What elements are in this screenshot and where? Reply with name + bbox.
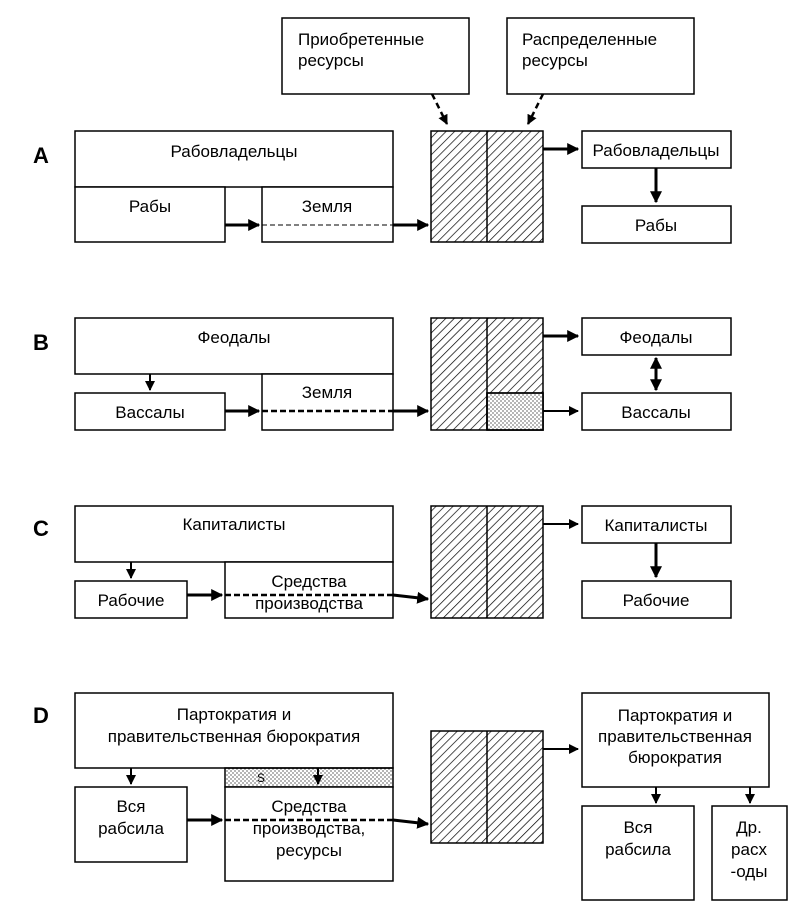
c-out-owners-label: Капиталисты xyxy=(604,516,707,535)
row-d: D Партократия и правительственная бюрокр… xyxy=(33,692,788,901)
acquired-resources-arrow xyxy=(430,93,449,125)
row-a: A Рабовладельцы Рабы Земля Рабовладельцы… xyxy=(33,130,732,244)
b-out-owners-label: Феодалы xyxy=(620,328,693,347)
b-vassal-share-block xyxy=(486,392,544,431)
a-workers-box xyxy=(74,186,226,243)
a-out-owners-label: Рабовладельцы xyxy=(593,141,720,160)
c-owners-label: Капиталисты xyxy=(182,515,285,534)
b-out-workers-label: Вассалы xyxy=(621,403,690,422)
d-out-owners-line3: бюрократия xyxy=(628,748,722,767)
d-workers-box xyxy=(74,786,188,863)
c-out-workers-box xyxy=(581,580,732,619)
d-out-workers-line1: Вся xyxy=(623,818,652,837)
d-owners-label-line2: правительственная бюрократия xyxy=(108,727,361,746)
d-means-label-line2: производства, xyxy=(253,819,366,838)
a-owners-box xyxy=(74,130,394,188)
a-means-label: Земля xyxy=(302,197,353,216)
d-means-to-product-arrow xyxy=(392,816,430,829)
b-owners-label: Феодалы xyxy=(198,328,271,347)
row-c-letter: C xyxy=(33,516,49,541)
d-surplus-strip xyxy=(224,767,394,788)
distributed-resources-line2: ресурсы xyxy=(522,51,588,70)
d-means-label-line3: ресурсы xyxy=(276,841,342,860)
c-means-box xyxy=(224,561,394,619)
c-means-to-product-arrow xyxy=(392,591,430,604)
d-out-other-line1: Др. xyxy=(736,818,762,837)
b-means-label: Земля xyxy=(302,383,353,402)
a-workers-label: Рабы xyxy=(129,197,171,216)
d-out-other-line2: расх xyxy=(731,840,767,859)
d-out-owners-box xyxy=(581,692,770,788)
distributed-resources-box: Распределенные ресурсы xyxy=(506,17,695,95)
c-out-workers-label: Рабочие xyxy=(623,591,690,610)
d-workers-label-line2: рабсила xyxy=(98,819,164,838)
d-owners-box xyxy=(74,692,394,769)
b-out-workers-box xyxy=(581,392,732,431)
d-out-workers-box xyxy=(581,805,695,901)
c-owners-box xyxy=(74,505,394,563)
d-workers-label-line1: Вся xyxy=(116,797,145,816)
acquired-resources-line2: ресурсы xyxy=(298,51,364,70)
row-b-letter: B xyxy=(33,330,49,355)
b-workers-box xyxy=(74,392,226,431)
acquired-resources-box: Приобретенные ресурсы xyxy=(281,17,470,95)
c-workers-label: Рабочие xyxy=(98,591,165,610)
c-means-label-line1: Средства xyxy=(271,572,347,591)
b-out-owners-box xyxy=(581,317,732,356)
distributed-resources-line1: Распределенные xyxy=(522,30,657,49)
c-out-owners-box xyxy=(581,505,732,544)
row-b: B Феодалы Вассалы Земля Феодалы Вассалы xyxy=(33,317,732,431)
c-workers-box xyxy=(74,580,188,619)
a-out-workers-box xyxy=(581,205,732,244)
d-owners-label-line1: Партократия и xyxy=(177,705,291,724)
c-means-label-line2: производства xyxy=(255,594,363,613)
distributed-resources-arrow xyxy=(526,93,545,125)
d-out-other-line3: -оды xyxy=(731,862,768,881)
d-out-owners-line2: правительственная xyxy=(598,727,752,746)
b-workers-label: Вассалы xyxy=(115,403,184,422)
d-out-other-box xyxy=(711,805,788,901)
row-a-letter: A xyxy=(33,143,49,168)
d-out-owners-line1: Партократия и xyxy=(618,706,732,725)
row-d-letter: D xyxy=(33,703,49,728)
a-means-box xyxy=(261,186,394,243)
d-means-box xyxy=(224,786,394,882)
d-out-workers-line2: рабсила xyxy=(605,840,671,859)
a-out-workers-label: Рабы xyxy=(635,216,677,235)
d-surplus-label: S xyxy=(257,771,265,785)
row-c: C Капиталисты Рабочие Средства производс… xyxy=(33,505,732,619)
acquired-resources-line1: Приобретенные xyxy=(298,30,424,49)
b-means-box xyxy=(261,373,394,431)
a-out-owners-box xyxy=(581,130,732,169)
b-owners-box xyxy=(74,317,394,375)
d-means-label-line1: Средства xyxy=(271,797,347,816)
a-owners-label: Рабовладельцы xyxy=(171,142,298,161)
